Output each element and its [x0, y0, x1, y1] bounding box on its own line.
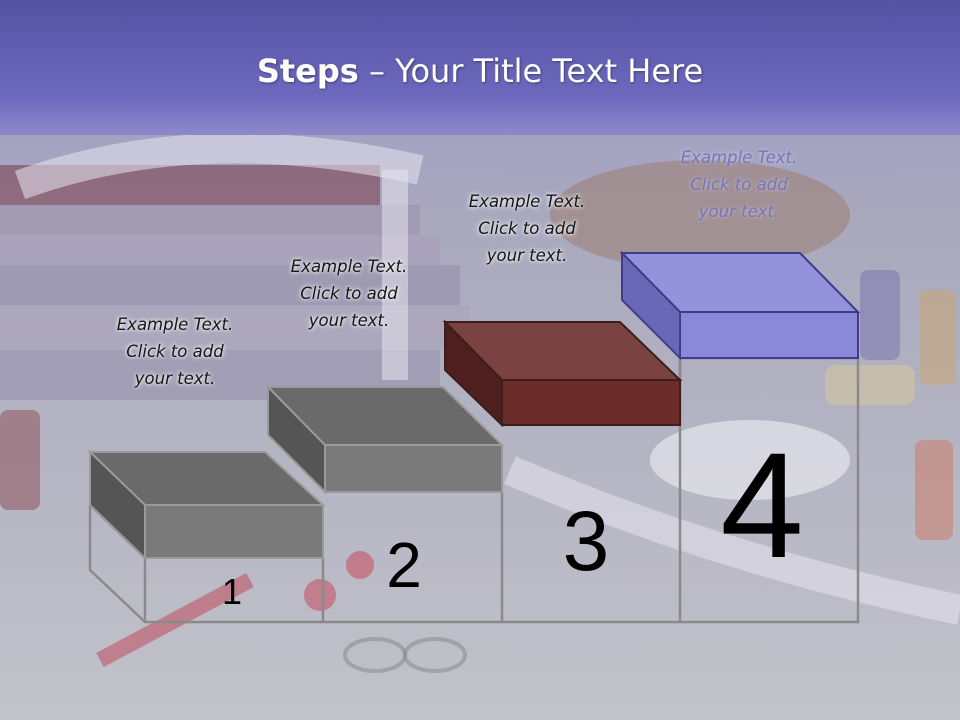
step-1-block[interactable] — [87, 449, 326, 561]
step-4-number: 4 — [720, 421, 803, 589]
caption-line: your text. — [134, 369, 216, 388]
title-rest: – Your Title Text Here — [358, 52, 704, 90]
step-1-number: 1 — [222, 571, 242, 612]
caption-line: Example Text. — [468, 192, 586, 211]
step-4-block[interactable] — [619, 250, 861, 361]
caption-line: your text. — [308, 311, 390, 330]
step-3-caption[interactable]: Example Text. Click to add your text. — [442, 188, 612, 269]
caption-line: your text. — [486, 246, 568, 265]
caption-line: Click to add — [478, 219, 576, 238]
title-bold: Steps — [256, 52, 359, 90]
step-2-caption[interactable]: Example Text. Click to add your text. — [264, 253, 434, 334]
caption-line: Example Text. — [680, 148, 798, 167]
caption-line: Click to add — [300, 284, 398, 303]
caption-line: Example Text. — [290, 257, 408, 276]
step-2-block[interactable] — [265, 384, 505, 495]
step-4-caption[interactable]: Example Text. Click to add your text. — [654, 144, 824, 225]
step-3-block[interactable] — [442, 319, 683, 428]
step-2-number: 2 — [386, 529, 422, 601]
slide-title[interactable]: Steps – Your Title Text Here — [0, 52, 960, 90]
step-1-caption[interactable]: Example Text. Click to add your text. — [90, 311, 260, 392]
caption-line: Click to add — [126, 342, 224, 361]
caption-line: Click to add — [690, 175, 788, 194]
step-3-number: 3 — [563, 494, 610, 588]
caption-line: Example Text. — [116, 315, 234, 334]
caption-line: your text. — [698, 202, 780, 221]
